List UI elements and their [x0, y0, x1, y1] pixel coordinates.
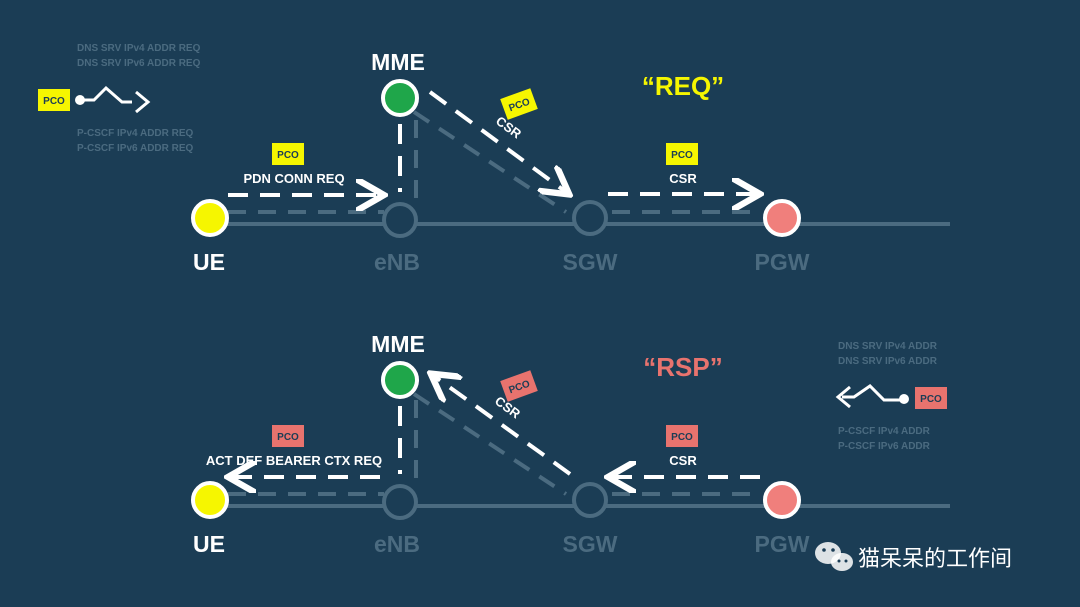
- rsp-label-pgw: PGW: [755, 531, 810, 557]
- rsp-title: “RSP”: [643, 352, 722, 382]
- req-pco-tag-pgw: PCO: [666, 143, 698, 165]
- rsp-pco-tag-pgw-text: PCO: [671, 432, 693, 443]
- rsp-panel: MME UE eNB SGW PGW “RSP” ACT DEF BEARER …: [191, 331, 950, 557]
- rsp-legend-pco-box: [915, 387, 947, 409]
- req-label-enb: eNB: [374, 249, 420, 275]
- rsp-pco-tag-ue-text: PCO: [277, 432, 299, 443]
- req-title: “REQ”: [642, 71, 724, 101]
- req-label-mme: MME: [371, 49, 425, 75]
- wechat-icon: [815, 542, 853, 571]
- req-pco-tag-ue: PCO: [272, 143, 304, 165]
- req-pco-line-dns-v6: DNS SRV IPv6 ADDR REQ: [77, 58, 201, 69]
- rsp-msg-mme-ue: ACT DEF BEARER CTX REQ: [206, 453, 382, 468]
- req-pco-tag-mme-sgw: PCO: [500, 88, 538, 120]
- watermark-text: 猫呆呆的工作间: [858, 546, 1012, 571]
- req-pco-line-pcscf-v6: P-CSCF IPv6 ADDR REQ: [77, 143, 194, 154]
- rsp-node-pgw: [763, 481, 801, 519]
- rsp-pco-tag-ue: PCO: [272, 425, 304, 447]
- req-msg-sgw-pgw: CSR: [669, 171, 697, 186]
- rsp-pco-tag-pgw: PCO: [666, 425, 698, 447]
- req-arrow-mme-to-sgw: [428, 90, 566, 192]
- req-legend-dot-icon: [75, 95, 85, 105]
- req-pco-legend: DNS SRV IPv4 ADDR REQ DNS SRV IPv6 ADDR …: [38, 43, 201, 154]
- req-node-mme: [381, 79, 419, 117]
- req-node-enb: [382, 202, 418, 238]
- rsp-msg-pgw-sgw: CSR: [669, 453, 697, 468]
- req-pco-line-dns-v4: DNS SRV IPv4 ADDR REQ: [77, 43, 201, 54]
- req-msg-ue-mme: PDN CONN REQ: [243, 171, 344, 186]
- req-legend-arrow-icon: [80, 85, 132, 104]
- rsp-pco-line-dns-v4: DNS SRV IPv4 ADDR: [838, 341, 938, 352]
- rsp-legend-arrow-icon: [842, 384, 902, 402]
- rsp-legend-arrowhead-icon: [835, 385, 851, 409]
- req-faded-mme-sgw: [412, 110, 568, 214]
- rsp-legend-dot-icon: [899, 394, 909, 404]
- req-node-sgw: [572, 200, 608, 236]
- rsp-pco-line-dns-v6: DNS SRV IPv6 ADDR: [838, 356, 938, 367]
- req-panel: MME UE eNB SGW PGW “REQ” PDN CONN REQ CS…: [38, 43, 950, 275]
- req-label-ue: UE: [193, 249, 225, 275]
- watermark: 猫呆呆的工作间: [815, 542, 1012, 571]
- rsp-legend-pco-text: PCO: [920, 394, 942, 405]
- rsp-pco-line-pcscf-v6: P-CSCF IPv6 ADDR: [838, 441, 931, 452]
- rsp-pco-legend: DNS SRV IPv4 ADDR DNS SRV IPv6 ADDR PCO …: [835, 341, 947, 452]
- req-label-pgw: PGW: [755, 249, 810, 275]
- rsp-faded-mme-sgw: [412, 392, 568, 496]
- rsp-node-sgw: [572, 482, 608, 518]
- rsp-label-enb: eNB: [374, 531, 420, 557]
- req-legend-pco-box: [38, 89, 70, 111]
- req-node-ue: [191, 199, 229, 237]
- rsp-label-ue: UE: [193, 531, 225, 557]
- rsp-node-ue: [191, 481, 229, 519]
- req-node-pgw: [763, 199, 801, 237]
- req-label-sgw: SGW: [563, 249, 618, 275]
- rsp-pco-line-pcscf-v4: P-CSCF IPv4 ADDR: [838, 426, 931, 437]
- req-legend-pco-text: PCO: [43, 96, 65, 107]
- req-pco-tag-ue-text: PCO: [277, 150, 299, 161]
- rsp-pco-tag-mme-sgw: PCO: [500, 370, 538, 402]
- req-pco-tag-pgw-text: PCO: [671, 150, 693, 161]
- rsp-node-mme: [381, 361, 419, 399]
- rsp-node-enb: [382, 484, 418, 520]
- req-pco-line-pcscf-v4: P-CSCF IPv4 ADDR REQ: [77, 128, 194, 139]
- req-legend-arrowhead-icon: [135, 90, 151, 114]
- rsp-label-mme: MME: [371, 331, 425, 357]
- rsp-arrow-sgw-to-mme: [434, 376, 572, 476]
- rsp-label-sgw: SGW: [563, 531, 618, 557]
